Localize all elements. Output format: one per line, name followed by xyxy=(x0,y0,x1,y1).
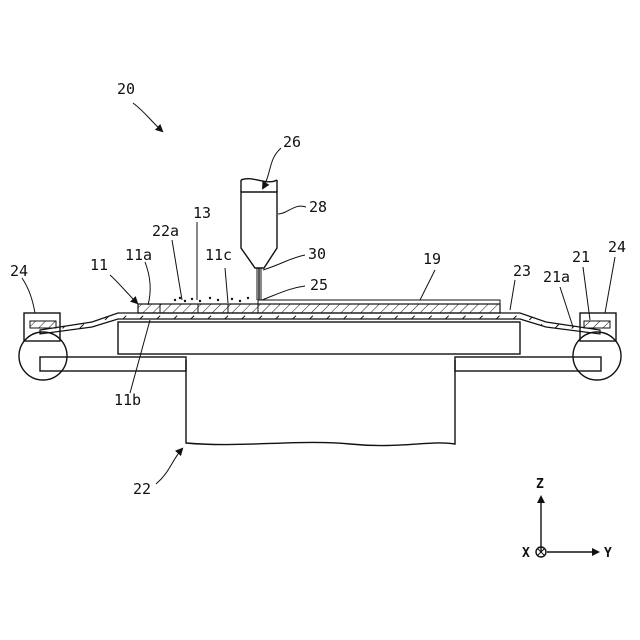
reference-labels: 20 26 28 13 22a 11 11a 11c 30 25 19 23 2… xyxy=(10,80,626,498)
label-11a: 11a xyxy=(125,246,152,264)
axis-y-label: Y xyxy=(604,546,612,561)
label-11b: 11b xyxy=(114,391,141,409)
film-layer xyxy=(258,300,500,304)
label-20: 20 xyxy=(117,80,135,98)
coordinate-axes: Z X Y xyxy=(522,477,612,561)
label-25: 25 xyxy=(310,276,328,294)
chuck-table-body xyxy=(186,360,455,446)
axis-z-label: Z xyxy=(536,477,544,492)
label-21: 21 xyxy=(572,248,590,266)
label-24-right: 24 xyxy=(608,238,626,256)
label-13: 13 xyxy=(193,204,211,222)
label-23: 23 xyxy=(513,262,531,280)
lower-rails xyxy=(40,357,601,371)
label-11c: 11c xyxy=(205,246,232,264)
label-26: 26 xyxy=(283,133,301,151)
annular-frame-left xyxy=(30,321,56,328)
label-28: 28 xyxy=(309,198,327,216)
label-24-left: 24 xyxy=(10,262,28,280)
label-21a: 21a xyxy=(543,268,570,286)
debris xyxy=(174,297,249,302)
axis-x-label: X xyxy=(522,546,530,561)
label-19: 19 xyxy=(423,250,441,268)
label-22: 22 xyxy=(133,480,151,498)
annular-frame-right xyxy=(584,321,610,328)
wafer xyxy=(138,304,500,313)
label-22a: 22a xyxy=(152,222,179,240)
tape xyxy=(40,313,600,334)
label-11: 11 xyxy=(90,256,108,274)
table-top-block xyxy=(118,322,520,354)
label-30: 30 xyxy=(308,245,326,263)
laser-processing-head xyxy=(241,179,277,300)
